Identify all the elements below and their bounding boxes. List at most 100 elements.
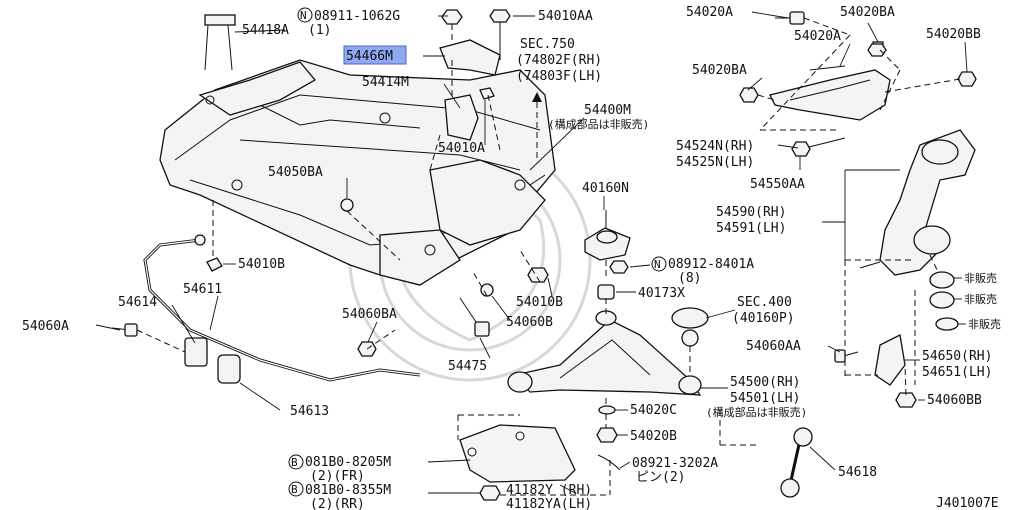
label-08911-1062G: 08911-1062G xyxy=(314,9,400,24)
bolt-54050BA xyxy=(340,198,401,261)
label-54525N: 54525N(LH) xyxy=(676,155,754,170)
part-labels: 54418A (1) N 08911-1062G 54010AA 54466M … xyxy=(22,5,1001,510)
label-54020C: 54020C xyxy=(630,403,677,418)
nut-54020B xyxy=(596,427,618,443)
label-54590: 54590(RH) xyxy=(716,205,786,220)
bolt-54060A xyxy=(111,323,138,337)
label-n-mark-08912: N xyxy=(654,258,661,271)
label-081B0-8355M-qty: (2)(RR) xyxy=(310,497,365,510)
lower-arm-54500 xyxy=(507,310,702,396)
cotter-pin-08921 xyxy=(597,454,621,471)
label-40173X: 40173X xyxy=(638,286,685,301)
nut-54010B-left xyxy=(206,200,223,272)
label-54613: 54613 xyxy=(290,404,329,419)
label-081B0-8355M: 081B0-8355M xyxy=(305,483,391,498)
clamp-54614 xyxy=(184,337,208,367)
label-54591: 54591(LH) xyxy=(716,221,786,236)
bracket-54650 xyxy=(874,334,906,386)
label-nonsale-1: 非販売 xyxy=(964,272,997,285)
label-08921-qty: ピン(2) xyxy=(636,470,685,485)
bushing-nonsale-1 xyxy=(929,271,955,289)
bushing-nonsale-2 xyxy=(929,291,955,309)
label-41182Y: 41182Y (RH) xyxy=(506,483,592,498)
label-40160P: (40160P) xyxy=(732,311,795,326)
label-08912-8401A: 08912-8401A xyxy=(668,257,754,272)
label-54020A-top: 54020A xyxy=(686,5,733,20)
label-54050BA: 54050BA xyxy=(268,165,323,180)
stabilizer-link-54618 xyxy=(780,427,813,498)
label-n-mark-08911: N xyxy=(300,9,307,22)
mount-40160N xyxy=(584,210,631,280)
bolt-54010AA xyxy=(489,9,511,60)
nut-54010B-right xyxy=(527,267,549,283)
bolt-54060AA xyxy=(834,349,859,363)
nut-54020BA-left xyxy=(739,87,759,103)
label-54060B: 54060B xyxy=(506,315,553,330)
nut-54060BB xyxy=(895,392,917,408)
label-54414M: 54414M xyxy=(362,75,409,90)
bolt-54020A-top xyxy=(775,11,805,25)
label-54020BB: 54020BB xyxy=(926,27,981,42)
label-08912-qty: (8) xyxy=(678,271,701,286)
label-74803F: (74803F(LH) xyxy=(516,69,602,84)
sec750-arrow xyxy=(532,92,542,160)
label-54060BA: 54060BA xyxy=(342,307,397,322)
label-54060BB: 54060BB xyxy=(927,393,982,408)
bolt-54475 xyxy=(459,297,490,337)
shield-41182Y xyxy=(459,424,576,483)
label-54501: 54501(LH) xyxy=(730,391,800,406)
label-nonsale-3: 非販売 xyxy=(968,318,1001,331)
label-54500-note: (構成部品は非販売) xyxy=(706,405,807,419)
label-54020BA-top: 54020BA xyxy=(840,5,895,20)
label-54020A-mid: 54020A xyxy=(794,29,841,44)
bushing-40173X xyxy=(597,284,615,300)
label-54618: 54618 xyxy=(838,465,877,480)
nut-54020BA-right xyxy=(867,43,887,57)
ball-joint-40160P xyxy=(671,307,709,372)
label-54400M: 54400M xyxy=(584,103,631,118)
label-54418A-qty: (1) xyxy=(308,23,331,38)
label-54400M-note: (構成部品は非販売) xyxy=(548,117,649,131)
bolt-081B0-8355M xyxy=(479,485,501,501)
bracket-54414M xyxy=(444,87,495,141)
nut-54020BB xyxy=(957,71,977,87)
bolt-54418A xyxy=(204,14,236,71)
bushing-54613 xyxy=(217,354,241,384)
label-54550AA: 54550AA xyxy=(750,177,805,192)
label-54466M-highlight: 54466M xyxy=(346,49,393,64)
label-54010AA: 54010AA xyxy=(538,9,593,24)
label-41182YA: 41182YA(LH) xyxy=(506,497,592,510)
stabilizer-bar-54611 xyxy=(143,234,421,382)
diagram-id: J401007E xyxy=(936,496,999,510)
leader-lines xyxy=(95,11,968,494)
label-74802F: (74802F(RH) xyxy=(516,53,602,68)
label-54475: 54475 xyxy=(448,359,487,374)
label-081B0-8205M-qty: (2)(FR) xyxy=(310,469,365,484)
label-54020BA-left: 54020BA xyxy=(692,63,747,78)
label-nonsale-2: 非販売 xyxy=(964,293,997,306)
label-54010B-left: 54010B xyxy=(238,257,285,272)
label-54611: 54611 xyxy=(183,282,222,297)
label-54010B-right: 54010B xyxy=(516,295,563,310)
washer-54020C xyxy=(598,405,616,415)
label-54651: 54651(LH) xyxy=(922,365,992,380)
label-b-mark-1: B xyxy=(291,456,298,469)
label-40160N: 40160N xyxy=(582,181,629,196)
label-54020B: 54020B xyxy=(630,429,677,444)
nut-08912-8401A xyxy=(609,260,629,274)
assembly-lines xyxy=(136,17,961,496)
label-081B0-8205M: 081B0-8205M xyxy=(305,455,391,470)
label-08921-3202A: 08921-3202A xyxy=(632,456,718,471)
label-54060AA: 54060AA xyxy=(746,339,801,354)
bolt-54060B xyxy=(480,283,494,297)
label-54524N: 54524N(RH) xyxy=(676,139,754,154)
bolt-54550AA xyxy=(791,137,846,157)
knuckle-54590 xyxy=(859,129,976,276)
label-54614: 54614 xyxy=(118,295,157,310)
subframe-54400M xyxy=(159,59,556,286)
label-sec750: SEC.750 xyxy=(520,37,575,52)
label-54418A: 54418A xyxy=(242,23,289,38)
label-sec400: SEC.400 xyxy=(737,295,792,310)
